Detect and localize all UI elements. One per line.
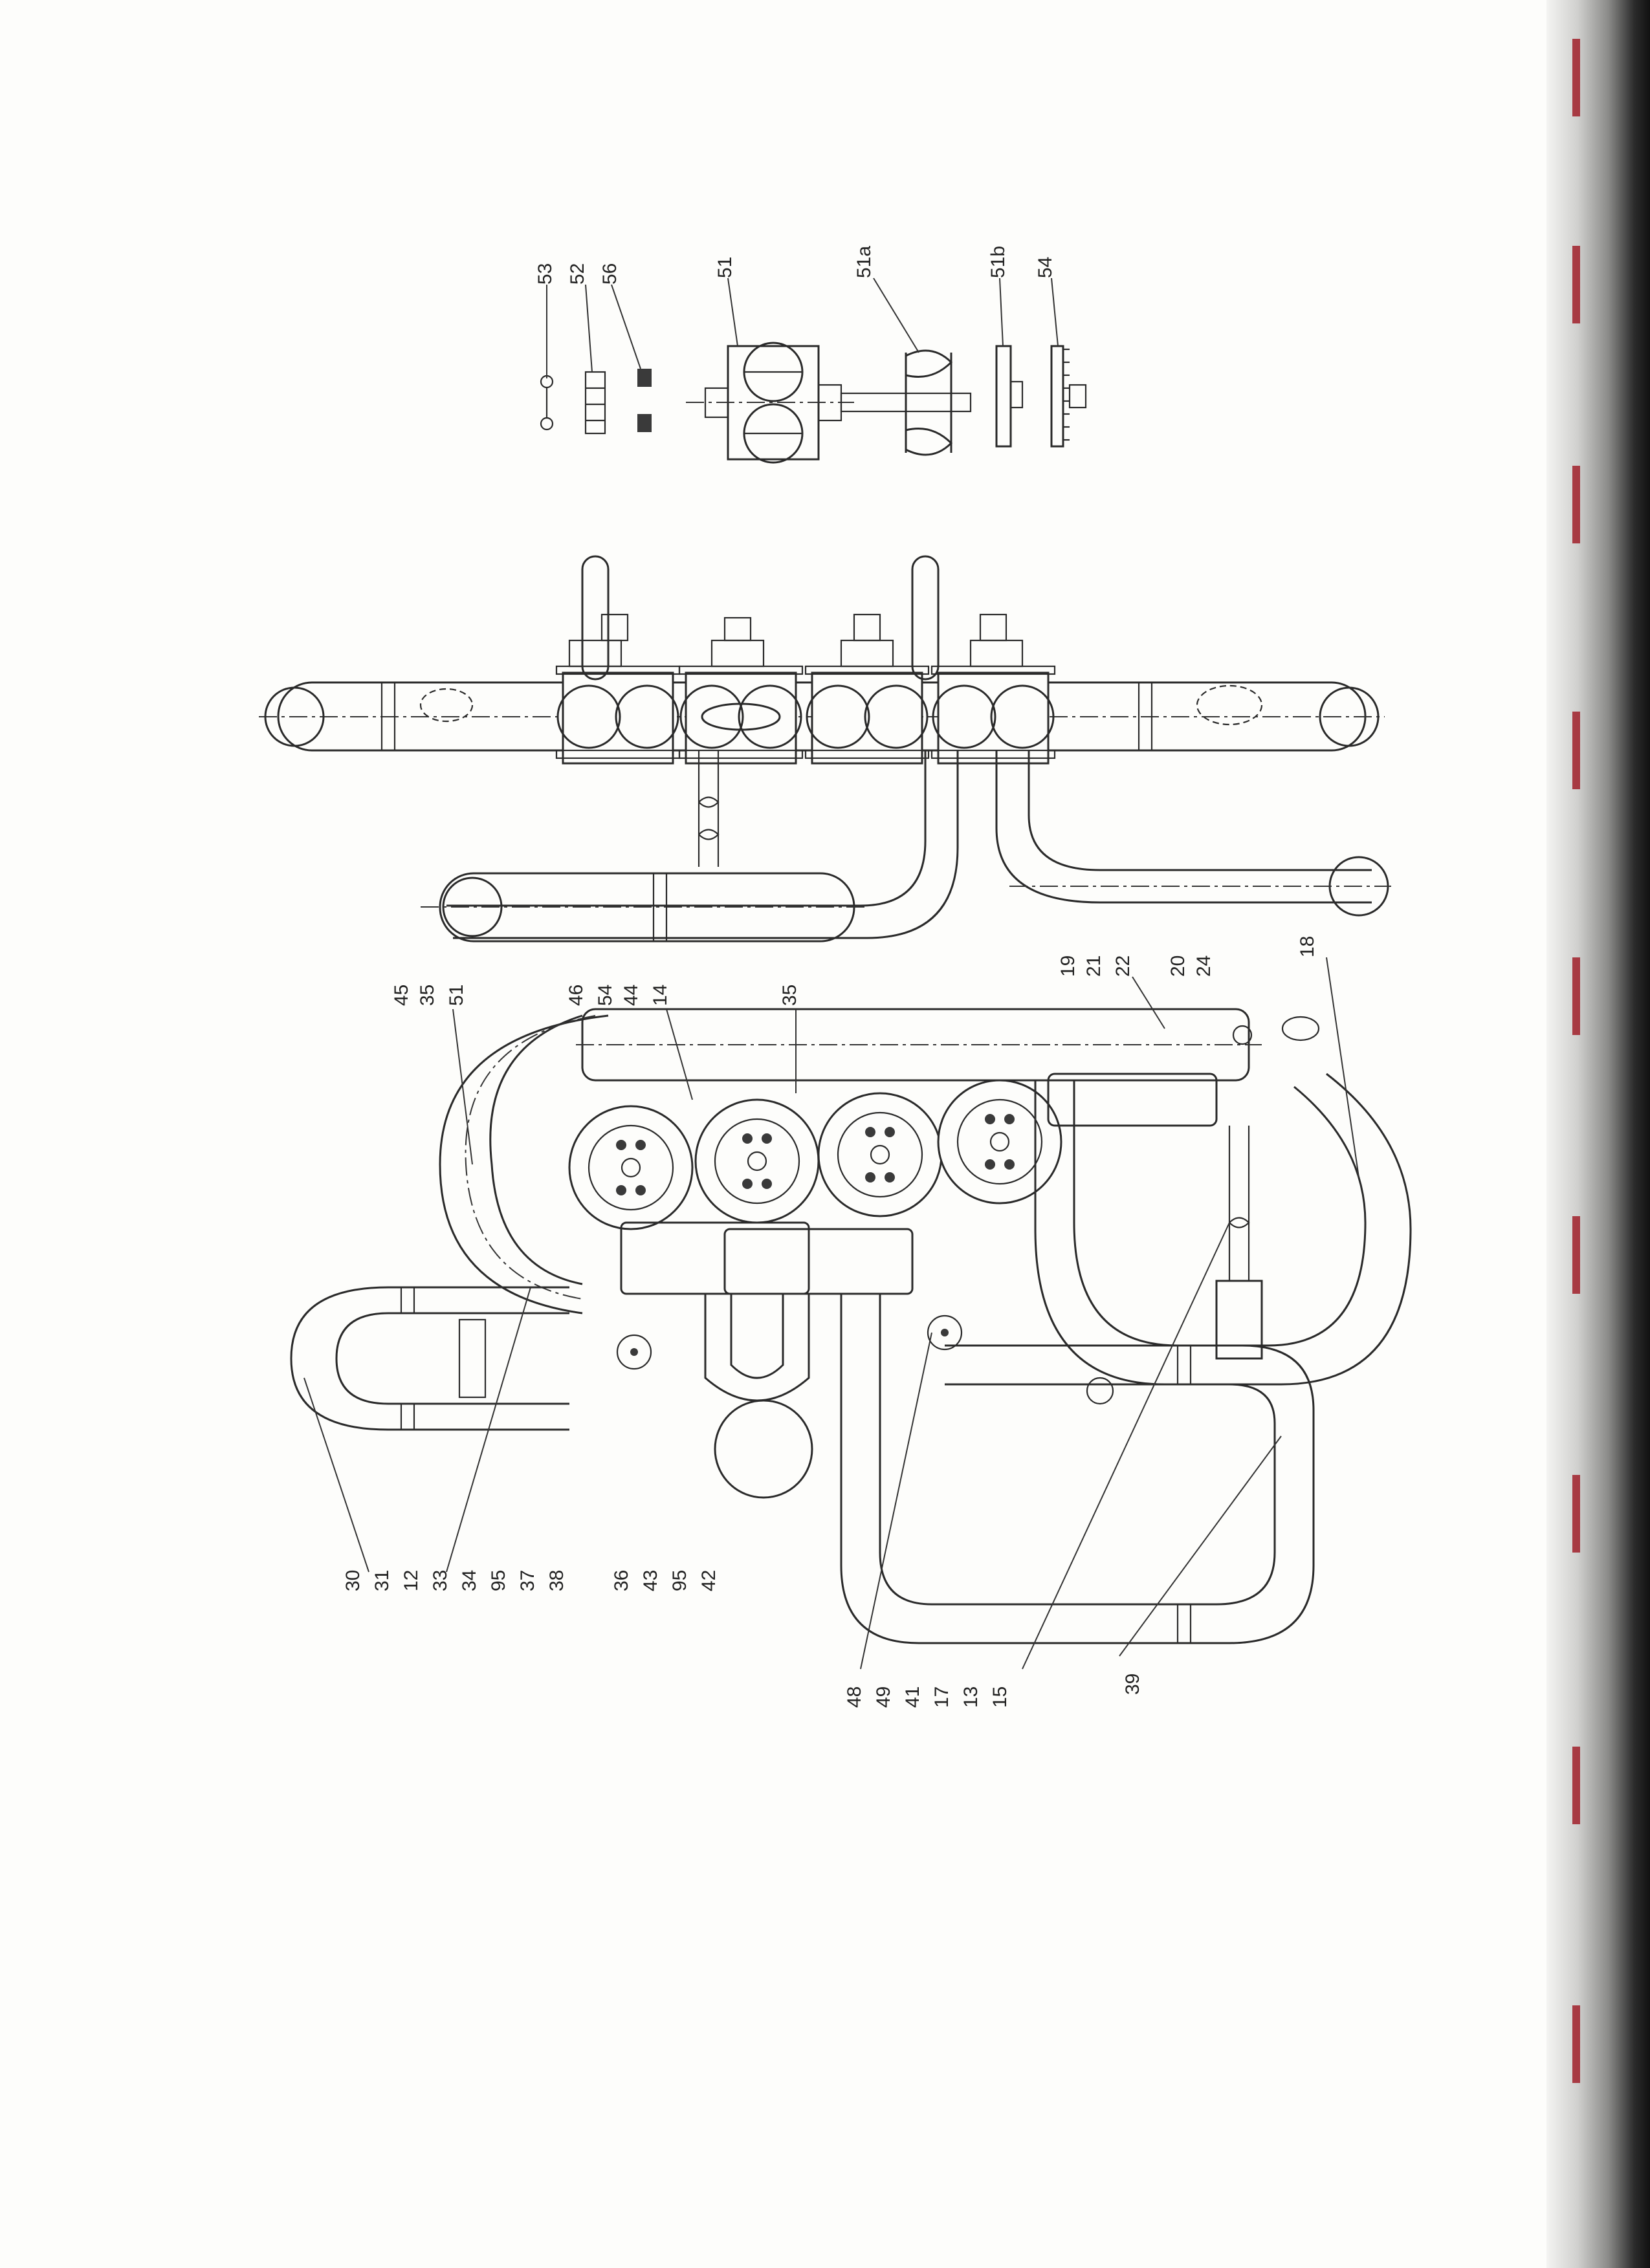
front-view — [290, 1008, 1412, 1644]
exploded-parts — [540, 342, 1087, 464]
valve-casing — [555, 613, 681, 765]
label-12: 12 — [401, 1570, 422, 1591]
label-15: 15 — [989, 1686, 1011, 1708]
label-95: 95 — [669, 1570, 690, 1591]
rotor-front — [817, 1092, 943, 1217]
label-17: 17 — [931, 1686, 952, 1708]
label-51: 51 — [446, 985, 467, 1006]
binding-tick — [1572, 39, 1580, 116]
label-54: 54 — [1035, 257, 1056, 278]
rotor-front — [568, 1105, 694, 1230]
label-95: 95 — [488, 1570, 509, 1591]
label-48: 48 — [844, 1686, 865, 1708]
label-42: 42 — [698, 1570, 720, 1591]
rotor-51 — [686, 342, 854, 464]
spindle-51a — [840, 349, 972, 456]
felt-56 — [637, 414, 652, 432]
binding-edge — [1546, 0, 1650, 2268]
label-33: 33 — [430, 1570, 451, 1591]
label-31: 31 — [371, 1570, 393, 1591]
label-37: 37 — [517, 1570, 538, 1591]
spring-52 — [584, 371, 606, 435]
label-45: 45 — [391, 985, 412, 1006]
label-39: 39 — [1122, 1674, 1143, 1695]
label-51b: 51b — [987, 246, 1009, 278]
label-20: 20 — [1167, 955, 1189, 977]
side-view — [259, 555, 1391, 943]
label-24: 24 — [1193, 955, 1215, 977]
label-18: 18 — [1297, 936, 1318, 957]
label-19: 19 — [1057, 955, 1079, 977]
label-56: 56 — [599, 263, 621, 285]
label-44: 44 — [621, 985, 642, 1006]
label-14: 14 — [650, 985, 671, 1006]
label-52: 52 — [567, 263, 588, 285]
felt-56 — [637, 369, 652, 387]
binding-tick — [1572, 1216, 1580, 1294]
label-46: 46 — [566, 985, 587, 1006]
label-21: 21 — [1083, 955, 1105, 977]
label-51: 51 — [714, 257, 736, 278]
binding-tick — [1572, 246, 1580, 323]
binding-tick — [1572, 1475, 1580, 1553]
label-38: 38 — [546, 1570, 567, 1591]
binding-tick — [1572, 712, 1580, 789]
binding-tick — [1572, 957, 1580, 1035]
label-35: 35 — [417, 985, 438, 1006]
label-35: 35 — [779, 985, 800, 1006]
binding-tick — [1572, 2005, 1580, 2083]
rotor-front — [937, 1079, 1062, 1205]
binding-tick — [1572, 1747, 1580, 1824]
label-49: 49 — [873, 1686, 894, 1708]
label-53: 53 — [534, 263, 556, 285]
label-41: 41 — [902, 1686, 923, 1708]
valve-casing — [678, 616, 804, 765]
label-51a: 51a — [853, 246, 875, 278]
leader-lines — [303, 278, 1359, 1670]
label-54: 54 — [595, 985, 616, 1006]
cap-54 — [1050, 345, 1087, 448]
washer-51b — [995, 345, 1024, 448]
valve-casing — [930, 613, 1056, 765]
label-13: 13 — [960, 1686, 982, 1708]
label-43: 43 — [640, 1570, 661, 1591]
screw-53 — [540, 375, 554, 431]
valve-casing — [804, 613, 930, 765]
part-labels: 53 52 56 51 51a 51b 54 45 35 51 46 54 44… — [342, 246, 1318, 1708]
label-34: 34 — [459, 1570, 480, 1591]
binding-tick — [1572, 466, 1580, 543]
rotor-front — [694, 1098, 820, 1224]
label-22: 22 — [1112, 955, 1134, 977]
label-36: 36 — [611, 1570, 632, 1591]
label-30: 30 — [342, 1570, 364, 1591]
